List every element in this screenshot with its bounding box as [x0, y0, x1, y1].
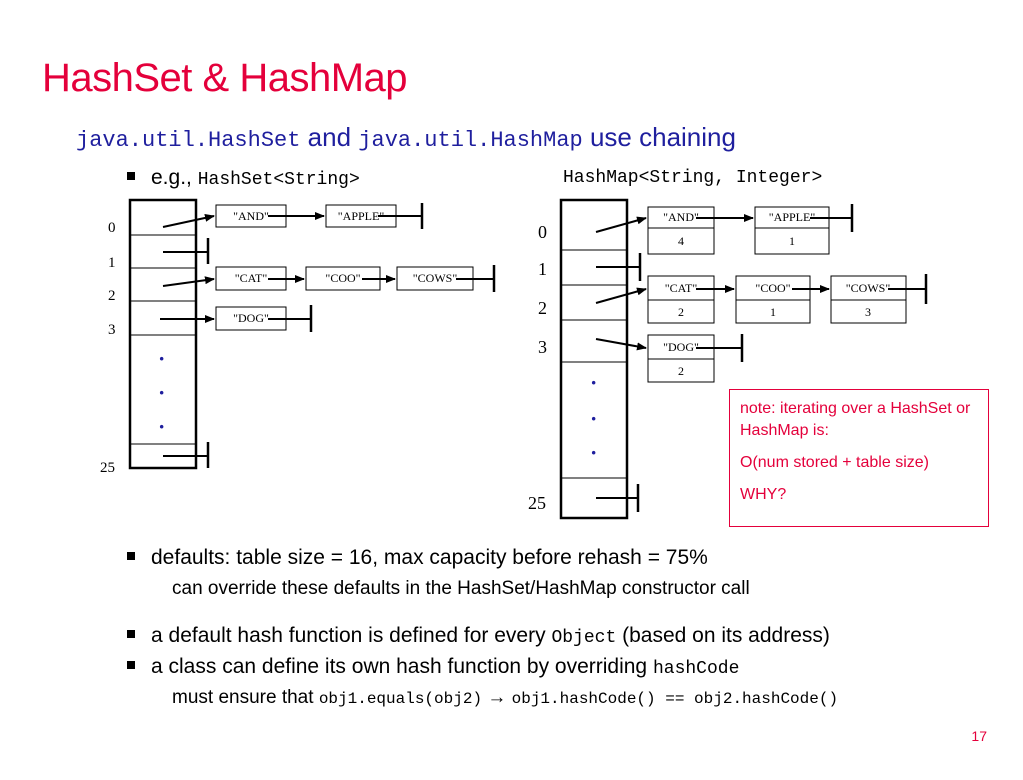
must-ensure-line: must ensure that obj1.equals(obj2) → obj… [172, 687, 838, 709]
set-node-key: "CAT" [235, 271, 268, 285]
bullet-defaults-text: defaults: table size = 16, max capacity … [151, 546, 708, 569]
hashset-table-outline [128, 198, 198, 470]
pointer-arrow [595, 216, 647, 233]
page-number: 17 [971, 728, 987, 744]
hashset-chain-3: "DOG" [160, 305, 313, 332]
hashmap-table-outline [559, 198, 629, 520]
map-node-value: 2 [678, 364, 684, 378]
pointer-arrow [595, 338, 647, 351]
bullet-hash-function: a default hash function is defined for e… [127, 624, 830, 648]
map-node-value: 3 [865, 305, 871, 319]
hashcode-code: hashCode [652, 659, 740, 679]
hashmap-index: 2 [538, 298, 547, 318]
note-line-2: O(num stored + table size) [740, 454, 929, 471]
hashset-ellipsis-dot: · [158, 346, 165, 371]
hashmap-index: 1 [538, 259, 547, 279]
bullet-hash-function-prefix: a default hash function is defined for e… [151, 624, 546, 647]
map-node-key: "COWS" [846, 281, 891, 295]
bullet-defaults: defaults: table size = 16, max capacity … [127, 546, 708, 570]
hashset-chain-25 [163, 442, 210, 468]
eg-label: e.g., [151, 166, 192, 189]
eg-hashset-code: HashSet<String> [197, 170, 360, 190]
bullet-square-icon [127, 630, 135, 639]
pointer-arrow [162, 276, 215, 287]
hashmap-index: 0 [538, 222, 547, 242]
hashmap-ellipsis-dot: · [590, 370, 597, 395]
map-node-value: 2 [678, 305, 684, 319]
map-node [647, 206, 715, 255]
pointer-arrow [162, 213, 215, 228]
map-node-value: 1 [770, 305, 776, 319]
must-ensure-prefix: must ensure that [172, 687, 314, 708]
bullet-square-icon [127, 661, 135, 670]
pointer-arrow [595, 287, 647, 304]
hashmap-ellipsis-dot: · [590, 440, 597, 465]
hashmap-chain-0: "AND" 4 "APPLE" 1 [595, 204, 854, 255]
note-line-1: note: iterating over a HashSet or HashMa… [740, 400, 971, 439]
implies-arrow-icon: → [487, 687, 507, 708]
subtitle-code-hashset: java.util.HashSet [76, 128, 301, 153]
map-node-key: "CAT" [665, 281, 698, 295]
bullet-square-icon [127, 552, 135, 561]
hashmap-index: 25 [528, 493, 546, 513]
set-node-key: "APPLE" [338, 209, 385, 223]
bullet-defaults-sub: can override these defaults in the HashS… [172, 578, 750, 599]
set-node-key: "COO" [325, 271, 360, 285]
hashset-chain-1 [163, 238, 210, 264]
set-node-key: "DOG" [233, 311, 269, 325]
note-line-3: WHY? [740, 486, 787, 503]
hashset-chain-0: "AND" "APPLE" [162, 203, 424, 229]
subtitle-suffix: use chaining [589, 122, 736, 152]
slide-title: HashSet & HashMap [42, 56, 408, 100]
bullet-hash-function-suffix: (based on its address) [622, 624, 830, 647]
hashset-chain-2: "CAT" "COO" "COWS" [162, 265, 496, 292]
note-box: note: iterating over a HashSet or HashMa… [729, 389, 989, 527]
hashmap-chain-2: "CAT" 2 "COO" 1 "COWS" 3 [595, 274, 928, 324]
map-node-key: "DOG" [663, 340, 699, 354]
hashset-index: 0 [108, 220, 116, 236]
hashset-table: 0 1 2 3 25 · · · [100, 198, 198, 476]
map-node-value: 4 [678, 234, 684, 248]
eg-hashmap-code: HashMap<String, Integer> [563, 168, 823, 188]
hashmap-chain-25 [596, 484, 640, 512]
bullet-square-icon [127, 172, 135, 181]
set-node-key: "COWS" [413, 271, 458, 285]
hashmap-chain-1 [596, 253, 642, 281]
map-node-value: 1 [789, 234, 795, 248]
map-node-key: "COO" [755, 281, 790, 295]
hashset-ellipsis-dot: · [158, 380, 165, 405]
subtitle: java.util.HashSet and java.util.HashMap … [76, 122, 736, 153]
set-node-key: "AND" [233, 209, 269, 223]
object-code: Object [551, 628, 617, 648]
bullet-override-prefix: a class can define its own hash function… [151, 655, 648, 678]
hashmap-table: 0 1 2 3 25 · · · [528, 198, 629, 520]
hashset-index: 2 [108, 288, 116, 304]
map-node-key: "AND" [663, 210, 699, 224]
map-node [754, 206, 830, 255]
hashset-index: 1 [108, 255, 116, 271]
subtitle-and: and [307, 122, 352, 152]
subtitle-code-hashmap: java.util.HashMap [358, 128, 583, 153]
hashmap-ellipsis-dot: · [590, 406, 597, 431]
hashset-index: 3 [108, 322, 116, 338]
hashmap-index: 3 [538, 337, 547, 357]
bullet-override: a class can define its own hash function… [127, 655, 739, 679]
hashcode-equality-code: obj1.hashCode() == obj2.hashCode() [511, 690, 839, 708]
hashmap-chain-3: "DOG" 2 [595, 334, 744, 383]
map-node-key: "APPLE" [769, 210, 816, 224]
eg-bullet: e.g., HashSet<String> [127, 166, 360, 190]
equals-code: obj1.equals(obj2) [318, 690, 483, 708]
hashset-ellipsis-dot: · [158, 414, 165, 439]
hashset-index: 25 [100, 460, 115, 476]
